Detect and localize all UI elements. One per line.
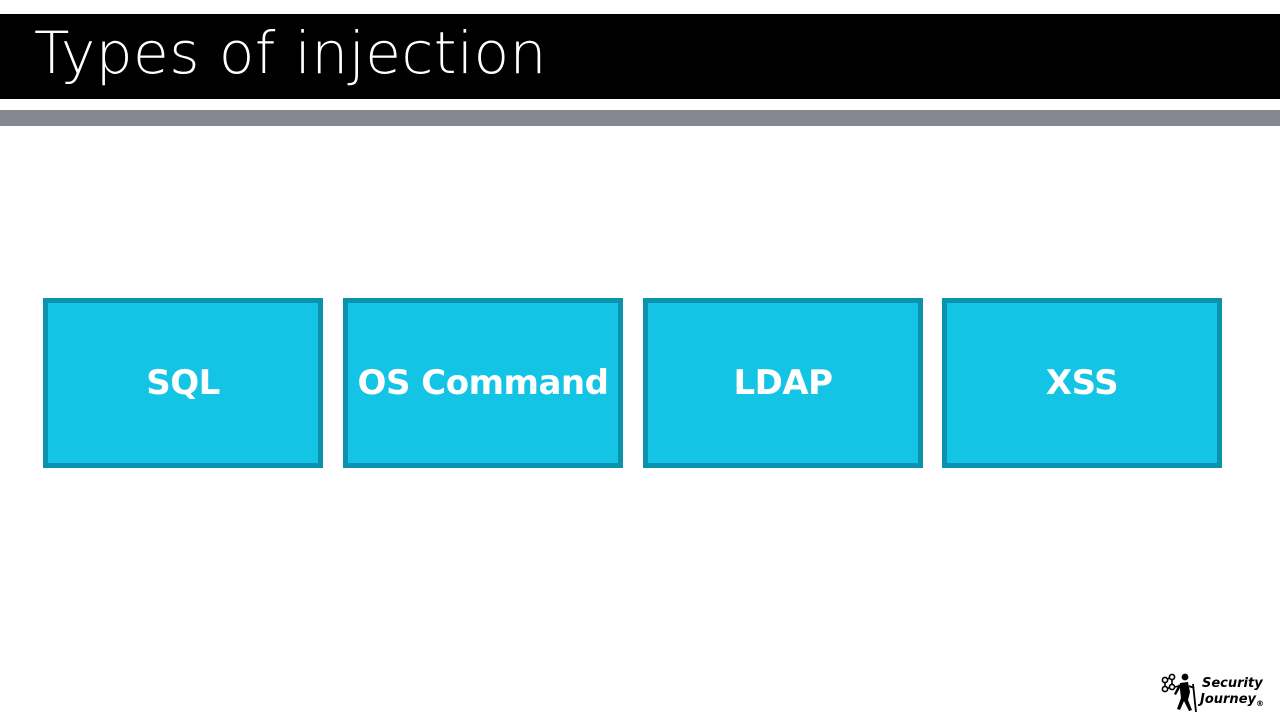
injection-type-label: SQL	[146, 363, 220, 403]
injection-type-box-sql: SQL	[43, 298, 323, 468]
logo-wordmark: Security Journey®	[1200, 676, 1266, 712]
logo-line-journey: Journey®	[1200, 692, 1266, 712]
injection-type-box-os-command: OS Command	[343, 298, 623, 468]
security-journey-logo: Security Journey®	[1160, 672, 1268, 716]
registered-mark: ®	[1255, 699, 1264, 708]
title-bar	[0, 14, 1280, 99]
hiker-network-icon	[1161, 673, 1197, 713]
injection-type-label: XSS	[1045, 363, 1119, 403]
injection-type-box-ldap: LDAP	[643, 298, 923, 468]
logo-journey-text: Journey	[1200, 692, 1256, 707]
slide-title: Types of injection	[34, 19, 547, 87]
divider-bar	[0, 110, 1280, 126]
injection-types: SQL OS Command LDAP XSS	[43, 298, 1223, 468]
injection-type-label: LDAP	[733, 363, 833, 403]
logo-line-security: Security	[1202, 676, 1263, 691]
injection-type-label: OS Command	[357, 363, 609, 403]
injection-type-box-xss: XSS	[942, 298, 1222, 468]
